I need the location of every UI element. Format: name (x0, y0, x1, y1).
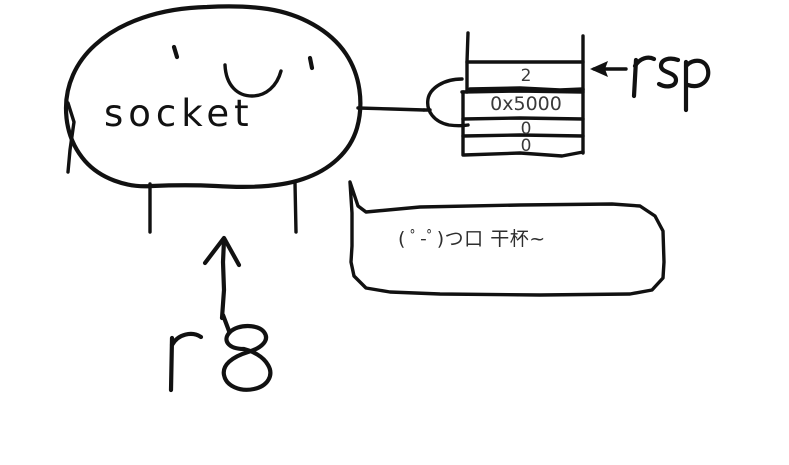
stack-row-line-1 (468, 86, 585, 92)
socket-left-arm (66, 101, 76, 174)
speech-bubble-text: ( ﾟ-ﾟ)つ口 干杯~ (398, 228, 546, 250)
rsp-label-strokes (631, 55, 711, 113)
speech-bubble-outline[interactable] (348, 180, 666, 297)
stack-cell-value-1: 0x5000 (490, 93, 562, 115)
r8-arrow-line (219, 237, 227, 321)
r8-arrow-head-icon (202, 235, 242, 268)
stack-row-line-bottom (462, 150, 585, 158)
socket-right-eye-icon (307, 55, 315, 71)
socket-label: socket (104, 92, 254, 135)
rsp-arrow-head-icon (590, 61, 608, 77)
stack-cell-value-3: 0 (520, 136, 532, 156)
socket-right-arm (356, 106, 426, 112)
r8-label-strokes (168, 312, 273, 393)
stack-row-line-3 (461, 116, 585, 121)
stack-row-line-2 (460, 89, 585, 94)
stack-row-line-4 (461, 133, 585, 138)
socket-right-leg (293, 181, 298, 234)
socket-mouth-smile-icon (223, 63, 283, 98)
socket-left-eye-icon (171, 44, 180, 60)
stack-cell-value-2: 0 (520, 119, 532, 139)
socket-hand-icon (426, 77, 470, 128)
stack-cell-value-0: 2 (520, 66, 532, 86)
socket-blob-outline[interactable] (63, 4, 363, 189)
